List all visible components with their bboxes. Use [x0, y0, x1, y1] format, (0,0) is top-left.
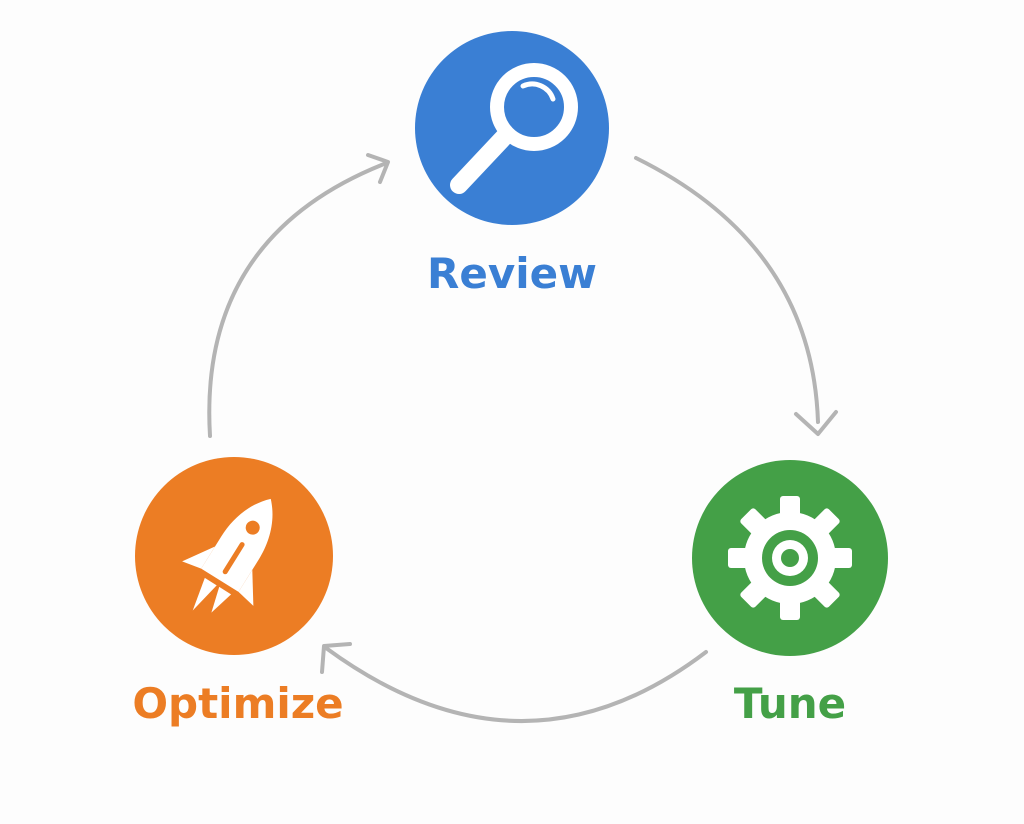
node-review: Review	[415, 31, 609, 298]
optimize-label: Optimize	[132, 679, 343, 728]
magnifier-icon	[450, 63, 578, 194]
node-optimize: Optimize	[132, 457, 344, 728]
tune-label: Tune	[734, 679, 846, 728]
arrow-tune-to-optimize	[320, 642, 708, 723]
node-tune: Tune	[692, 460, 888, 728]
review-label: Review	[427, 249, 597, 298]
gear-icon	[728, 496, 852, 620]
rocket-icon	[182, 498, 273, 613]
arrow-optimize-to-review	[207, 153, 390, 438]
arrow-review-to-tune	[634, 156, 838, 436]
